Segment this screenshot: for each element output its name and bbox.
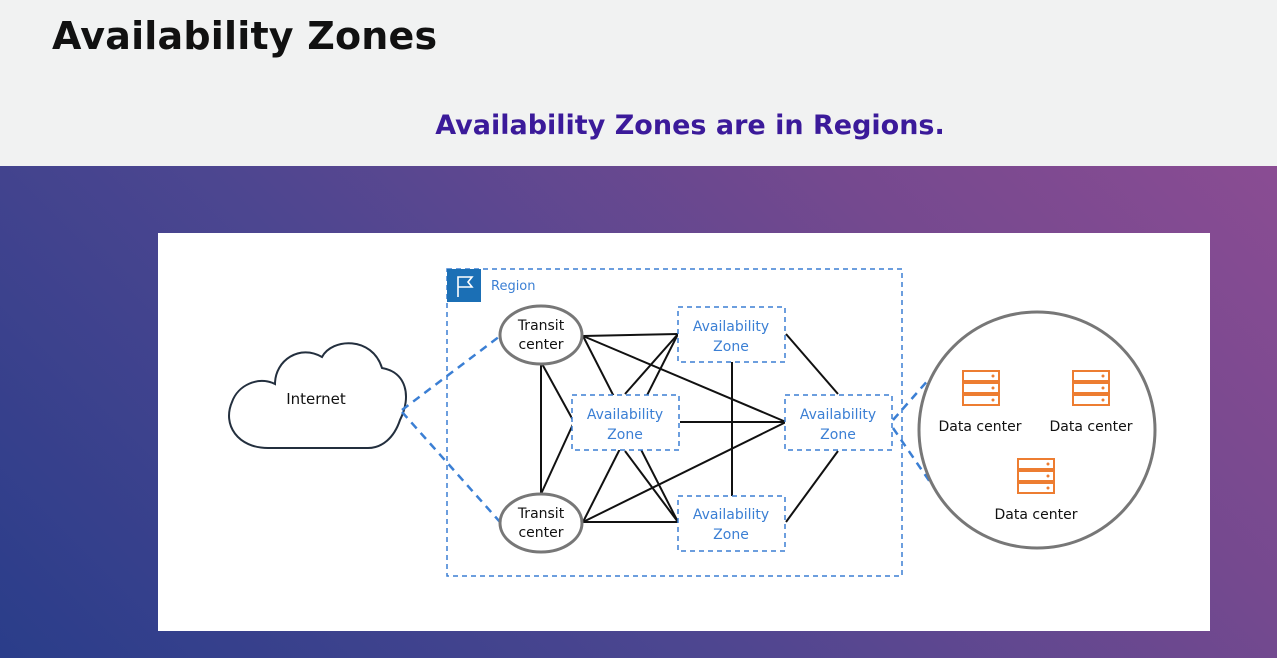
page-subtitle: Availability Zones are in Regions. [435, 110, 945, 141]
az-label-line1: Availability [693, 319, 769, 335]
internet-label: Internet [286, 390, 346, 408]
transit-center-top: Transit center [498, 304, 584, 366]
region-diagram: Region Internet [228, 268, 1157, 577]
region-flag-icon [447, 269, 481, 302]
network-links [540, 333, 839, 523]
server-icon [1072, 370, 1110, 406]
data-center-label: Data center [995, 507, 1078, 523]
data-center-label: Data center [1050, 419, 1133, 435]
transit-center-label-line1: Transit [517, 506, 565, 522]
diagram-card: Region Internet [158, 233, 1210, 631]
az-label-line2: Zone [820, 427, 856, 443]
az-label-line1: Availability [587, 407, 663, 423]
region-boundary [446, 268, 903, 577]
availability-zone-left: Availability Zone [571, 394, 680, 451]
az-label-line1: Availability [800, 407, 876, 423]
az-label-line2: Zone [713, 339, 749, 355]
az-label-line1: Availability [693, 507, 769, 523]
transit-center-label-line1: Transit [517, 318, 565, 334]
az-label-line2: Zone [607, 427, 643, 443]
availability-zone-right: Availability Zone [784, 394, 893, 451]
datacenter-connectors [891, 377, 932, 483]
availability-zone-top: Availability Zone [677, 306, 786, 363]
server-icon [962, 370, 1000, 406]
data-center-label: Data center [939, 419, 1022, 435]
internet-connectors [401, 335, 501, 523]
az-label-line2: Zone [713, 527, 749, 543]
internet-cloud-icon [228, 342, 407, 449]
header-band [0, 0, 1277, 166]
transit-center-label-line2: center [518, 337, 563, 353]
transit-center-label-line2: center [518, 525, 563, 541]
transit-center-bottom: Transit center [498, 492, 584, 554]
page-title: Availability Zones [52, 14, 438, 58]
region-label: Region [491, 279, 536, 294]
availability-zone-bottom: Availability Zone [677, 495, 786, 552]
server-icon [1017, 458, 1055, 494]
